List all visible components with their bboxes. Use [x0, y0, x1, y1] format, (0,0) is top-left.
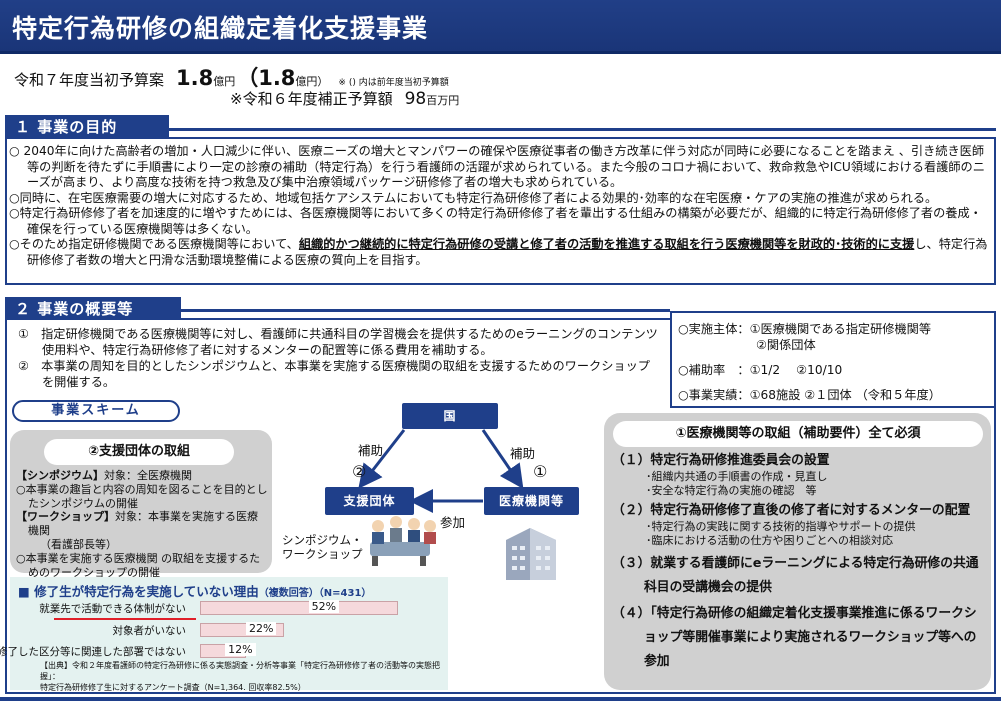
req-2-a: ･特定行為の実践に関する技術的指導やサポートの提供 — [646, 520, 916, 533]
budget-label: 令和７年度当初予算案 — [14, 71, 165, 89]
info-implementer: ○実施主体：①医療機関である指定研修機関等 — [678, 322, 932, 336]
survey-row: 対象者がいない 22% — [14, 622, 434, 637]
purpose-paragraph-4: ○そのため指定研修機関である医療機関等において、組織的かつ継続的に特定行為研修の… — [9, 237, 988, 267]
medical-heading: ①医療機関等の取組（補助要件）全て必須 — [613, 421, 983, 447]
budget-unit: 億円 — [213, 75, 236, 88]
purpose-emphasis: 組織的かつ継続的に特定行為研修の受講と修了者の活動を推進する取組を行う医療機関等… — [298, 237, 915, 251]
supp-unit: 百万円 — [426, 94, 460, 107]
req-1: （１）特定行為研修推進委員会の設置 — [612, 453, 830, 468]
budget-prev-amount: 1.8 — [258, 66, 296, 90]
subsidy-right-label: 補助 — [510, 446, 536, 461]
survey-title: ■ 修了生が特定行為を実施していない理由（複数回答）（N=431） — [18, 584, 372, 599]
arrow-country-support — [358, 429, 406, 489]
info-implementer-2: ②関係団体 — [756, 338, 816, 352]
purpose-paragraph-3: ○特定行為研修修了者を加速度的に増やすためには、各医療機関等において多くの特定行… — [9, 206, 982, 236]
overview-item-1: ① 指定研修機関である医療機関等に対し、看護師に共通科目の学習機会を提供するため… — [18, 327, 658, 357]
participate-label: 参加 — [440, 515, 466, 530]
node-support-group: 支援団体 — [325, 487, 414, 515]
req-2: （２）特定行為研修修了直後の修了者に対するメンターの配置 — [612, 503, 971, 518]
title-bar: 特定行為研修の組織定着化支援事業 — [0, 0, 1001, 54]
highlight-underline — [54, 618, 196, 620]
medical-text: （１）特定行為研修推進委員会の設置 ･組織内共通の手順書の作成・見直し ･安全な… — [612, 452, 988, 674]
info-subsidy-rate: ○補助率 ：①1/2 ②10/10 — [678, 363, 843, 377]
medical-panel — [604, 413, 991, 690]
subsidy-left-label: 補助 — [358, 443, 384, 458]
purpose-paragraph-2: ○同時に、在宅医療需要の増大に対応するため、地域包括ケアシステムにおいても特定行… — [9, 190, 938, 205]
circle-1-label: ① — [533, 462, 548, 481]
page-title: 特定行為研修の組織定着化支援事業 — [12, 14, 429, 43]
supp-budget-line: ※令和６年度補正予算額 98百万円 — [230, 88, 459, 109]
req-1-b: ･安全な特定行為の実施の確認 等 — [646, 484, 817, 497]
section2-heading: ２ 事業の概要等 — [5, 297, 181, 319]
section2-rule — [181, 309, 670, 312]
symposium-label: シンポジウム・ — [282, 533, 363, 547]
circle-2-label: ② — [352, 462, 367, 481]
info-box: ○実施主体：①医療機関である指定研修機関等 ②関係団体 ○補助率 ：①1/2 ②… — [670, 311, 996, 408]
hospital-building-icon — [506, 528, 556, 580]
budget-note: ※ () 内は前年度当初予算額 — [338, 78, 449, 88]
support-workshop-desc: ○本事業を実施する医療機関 の取組を支援するためのワークショップの開催 — [16, 551, 261, 579]
supp-amount: 98 — [404, 89, 427, 109]
budget-amount: 1.8 — [176, 66, 214, 90]
support-symposium: 【シンポジウム】対象：全医療機関 — [16, 469, 192, 482]
support-workshop-target: （看護部長等） — [40, 537, 117, 551]
support-text: 【シンポジウム】対象：全医療機関 ○本事業の趣旨と内容の周知を図ることを目的とし… — [16, 469, 268, 579]
req-4: （４）「特定行為研修の組織定着化支援事業推進に係るワークショップ等開催事業により… — [612, 606, 977, 669]
support-symposium-desc: ○本事業の趣旨と内容の周知を図ることを目的としたシンポジウムの開催 — [16, 482, 268, 510]
survey-bar — [200, 601, 398, 615]
survey-row-pct: 12% — [225, 643, 256, 656]
survey-row-label: 就業先で活動できる体制がない — [39, 603, 186, 615]
scheme-label: 事業スキーム — [12, 400, 180, 422]
req-3: （３）就業する看護師にeラーニングによる特定行為研修の共通科目の受講機会の提供 — [612, 556, 979, 595]
survey-row: 修了した区分等に関連した部署ではない 12% — [0, 643, 434, 658]
arrow-country-medical — [481, 429, 524, 489]
node-medical-institution: 医療機関等 — [484, 487, 579, 515]
budget-prev-unit: 億円） — [295, 75, 329, 88]
info-results: ○事業実績：①68施設 ②１団体 （令和５年度） — [678, 388, 941, 402]
survey-row: 就業先で活動できる体制がない 52% — [14, 600, 434, 615]
survey-row-pct: 52% — [308, 600, 340, 613]
survey-row-label: 修了した区分等に関連した部署ではない — [0, 646, 186, 658]
req-2-b: ･臨床における活動の仕方や困りごとへの相談対応 — [646, 534, 893, 547]
support-heading: ②支援団体の取組 — [44, 439, 234, 465]
purpose-paragraph-1: ○ 2040年に向けた高齢者の増加・人口減少に伴い、医療ニーズの増大とマンパワー… — [9, 144, 985, 189]
node-country: 国 — [402, 403, 498, 429]
section1-box — [5, 137, 996, 285]
section1-rule — [169, 128, 996, 131]
req-1-a: ･組織内共通の手順書の作成・見直し — [646, 470, 828, 483]
survey-row-label: 対象者がいない — [112, 625, 187, 637]
survey-row-pct: 22% — [245, 622, 277, 635]
overview-list: ① 指定研修機関である医療機関等に対し、看護師に共通科目の学習機会を提供するため… — [18, 326, 658, 390]
supp-label: ※令和６年度補正予算額 — [230, 90, 393, 108]
meeting-people-icon — [370, 516, 436, 566]
support-workshop: 【ワークショップ】対象：本事業を実施する医療機関 — [16, 510, 258, 538]
workshop-label: ワークショップ — [282, 547, 363, 561]
survey-source: 【出典】令和２年度看護師の特定行為研修に係る実態調査・分析等事業「特定行為研修修… — [40, 661, 440, 692]
bottom-rule — [0, 697, 1001, 701]
section1-heading: １ 事業の目的 — [5, 115, 169, 137]
section1-text: ○ 2040年に向けた高齢者の増加・人口減少に伴い、医療ニーズの増大とマンパワー… — [9, 144, 994, 268]
overview-item-2: ② 本事業の周知を目的としたシンポジウムと、本事業を実施する医療機関の取組を支援… — [18, 359, 650, 389]
budget-prev-open: （ — [237, 66, 259, 90]
section2-box — [5, 318, 996, 694]
